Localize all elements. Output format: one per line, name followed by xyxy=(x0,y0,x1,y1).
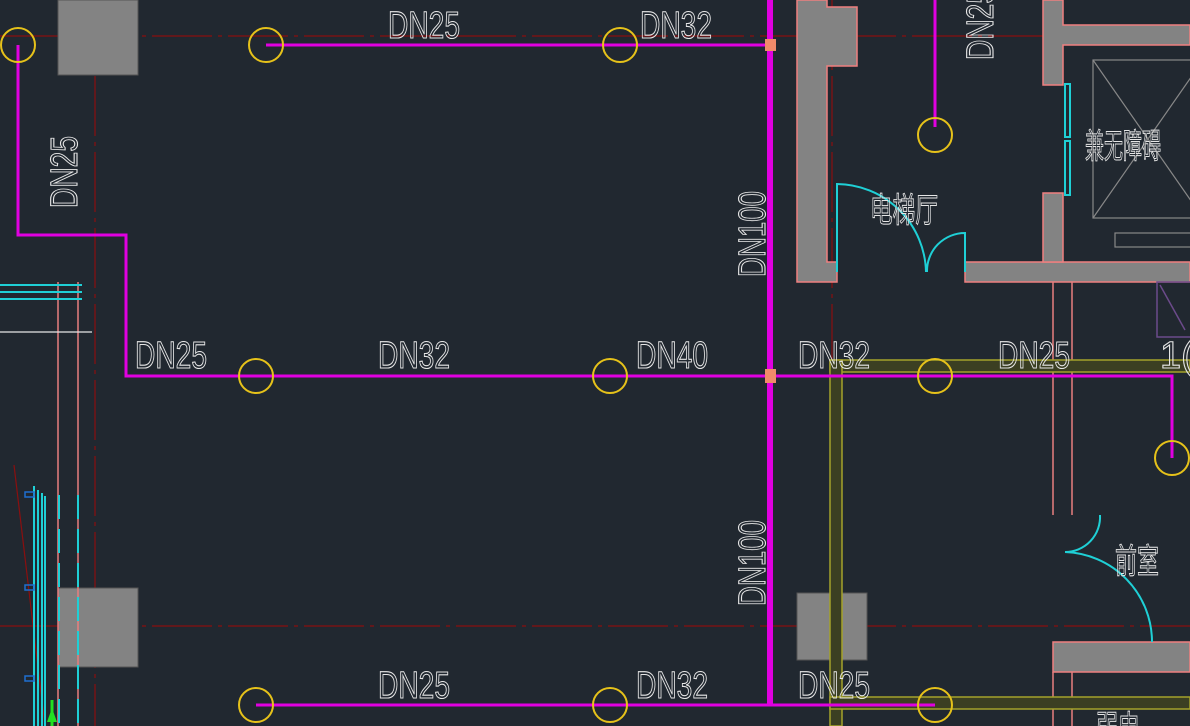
pipe-label: DN32 xyxy=(636,665,708,707)
room-label-elevator-hall: 电梯厅 xyxy=(870,191,938,231)
walls xyxy=(796,0,1190,673)
pipe-label: DN25 xyxy=(135,335,207,377)
doors xyxy=(836,182,1153,643)
room-label-weak-current: 弱电 xyxy=(1096,709,1140,726)
sprinkler-icon xyxy=(602,27,638,63)
pipe-label: DN25 xyxy=(798,665,870,707)
pipe-label: DN100 xyxy=(732,191,774,277)
column xyxy=(57,587,139,668)
pipe-label: 1( xyxy=(1160,335,1190,377)
branch-pipe xyxy=(16,45,1174,458)
pipe-label: DN25 xyxy=(998,335,1070,377)
sprinkler-icon xyxy=(238,358,274,394)
room-label-accessible: 兼无障碍 xyxy=(1085,127,1161,167)
sprinkler-icon xyxy=(917,687,953,723)
sprinkler-icon xyxy=(1154,440,1190,476)
sprinkler-icon xyxy=(0,27,36,63)
column xyxy=(57,0,139,76)
ucs-axis-icon xyxy=(47,700,57,726)
sprinkler-icon xyxy=(592,358,628,394)
pipe-label: DN100 xyxy=(732,520,774,606)
pipe-label: DN25 xyxy=(388,5,460,47)
sprinkler-icon xyxy=(917,358,953,394)
pipe-label: DN25 xyxy=(960,0,1002,60)
sprinkler-heads xyxy=(0,27,1190,723)
window-lines xyxy=(0,284,82,726)
elevator-shaft xyxy=(1064,59,1190,248)
pipe-label: DN32 xyxy=(798,335,870,377)
pipe-label: DN25 xyxy=(44,136,86,208)
sprinkler-icon xyxy=(238,687,274,723)
pipe-label: DN32 xyxy=(378,335,450,377)
pipe-label: DN25 xyxy=(378,665,450,707)
pipe-label: DN40 xyxy=(636,335,708,377)
sprinkler-pipes xyxy=(16,0,1174,707)
room-label-antechamber: 前室 xyxy=(1115,542,1159,582)
pipe-label: DN32 xyxy=(640,5,712,47)
sprinkler-icon xyxy=(917,117,953,153)
sprinkler-icon xyxy=(592,687,628,723)
sprinkler-icon xyxy=(248,27,284,63)
